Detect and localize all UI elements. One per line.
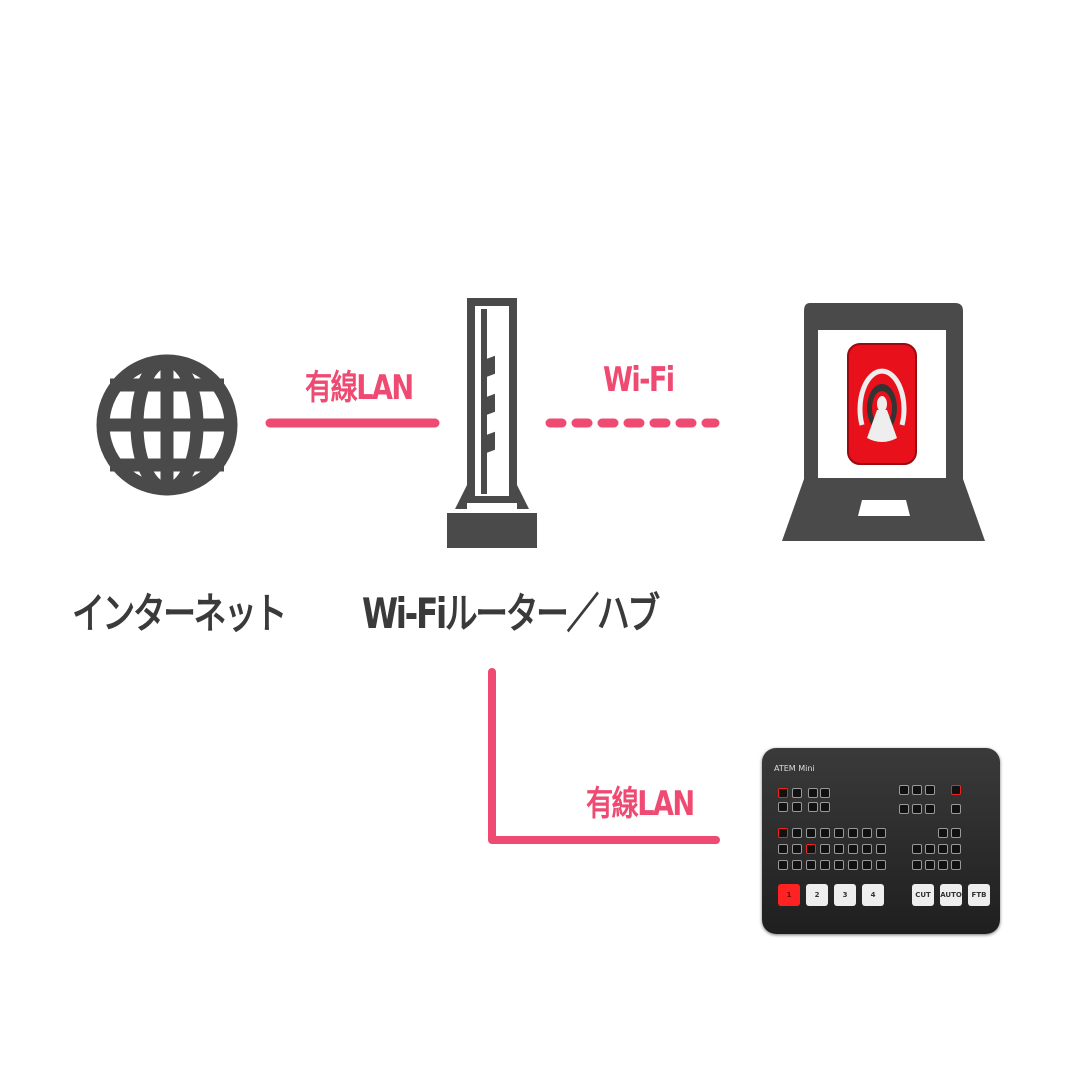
switcher-small-button xyxy=(951,860,961,870)
wired-line-router-switcher xyxy=(488,668,720,844)
switcher-small-button xyxy=(912,860,922,870)
switcher-small-button xyxy=(806,828,816,838)
switcher-small-button xyxy=(778,828,788,838)
switcher-small-button xyxy=(834,828,844,838)
globe-icon xyxy=(96,354,238,496)
link-label-wired-lan: 有線LAN xyxy=(305,368,414,408)
switcher-small-button xyxy=(938,860,948,870)
router-icon xyxy=(447,298,537,548)
switcher-small-button xyxy=(820,844,830,854)
switcher-button-1: 1 xyxy=(778,884,800,906)
switcher-small-button xyxy=(951,804,961,814)
switcher-small-button xyxy=(820,860,830,870)
switcher-small-button xyxy=(834,860,844,870)
switcher-small-button xyxy=(806,844,816,854)
switcher-small-button xyxy=(862,844,872,854)
switcher-button-auto: AUTO xyxy=(940,884,962,906)
switcher-small-button xyxy=(925,785,935,795)
switcher-small-button xyxy=(834,844,844,854)
switcher-small-button xyxy=(806,860,816,870)
switcher-small-button xyxy=(951,844,961,854)
switcher-small-button xyxy=(820,788,830,798)
link-label-wired-lan-2: 有線LAN xyxy=(586,784,695,824)
switcher-small-button xyxy=(808,802,818,812)
switcher-button-2: 2 xyxy=(806,884,828,906)
switcher-small-button xyxy=(862,828,872,838)
switcher-small-button xyxy=(938,828,948,838)
switcher-small-button xyxy=(912,804,922,814)
switcher-small-button xyxy=(912,844,922,854)
switcher-small-button xyxy=(778,788,788,798)
atem-title: ATEM Mini xyxy=(774,764,815,773)
switcher-small-button xyxy=(938,844,948,854)
switcher-small-button xyxy=(792,828,802,838)
switcher-button-ftb: FTB xyxy=(968,884,990,906)
switcher-small-button xyxy=(862,860,872,870)
switcher-small-button xyxy=(925,804,935,814)
switcher-small-button xyxy=(899,785,909,795)
switcher-button-3: 3 xyxy=(834,884,856,906)
switcher-small-button xyxy=(912,785,922,795)
switcher-small-button xyxy=(820,802,830,812)
switcher-small-button xyxy=(925,860,935,870)
switcher-small-button xyxy=(792,788,802,798)
router-label: Wi-Fiルーター／ハブ xyxy=(362,589,660,638)
switcher-button-4: 4 xyxy=(862,884,884,906)
internet-label: インターネット xyxy=(72,589,287,638)
switcher-small-button xyxy=(820,828,830,838)
switcher-small-button xyxy=(848,860,858,870)
switcher-small-button xyxy=(792,844,802,854)
switcher-small-button xyxy=(899,804,909,814)
switcher-small-button xyxy=(876,828,886,838)
switcher-small-button xyxy=(778,844,788,854)
laptop-icon xyxy=(782,303,985,541)
switcher-small-button xyxy=(808,788,818,798)
switcher-small-button xyxy=(925,844,935,854)
switcher-small-button xyxy=(778,860,788,870)
link-label-wifi: Wi-Fi xyxy=(603,360,675,400)
switcher-small-button xyxy=(876,860,886,870)
switcher-small-button xyxy=(848,844,858,854)
switcher-small-button xyxy=(778,802,788,812)
switcher-small-button xyxy=(792,802,802,812)
switcher-button-cut: CUT xyxy=(912,884,934,906)
switcher-small-button xyxy=(951,828,961,838)
switcher-small-button xyxy=(848,828,858,838)
switcher-small-button xyxy=(876,844,886,854)
switcher-small-button xyxy=(951,785,961,795)
switcher-small-button xyxy=(792,860,802,870)
broadcast-app-icon xyxy=(847,343,917,465)
